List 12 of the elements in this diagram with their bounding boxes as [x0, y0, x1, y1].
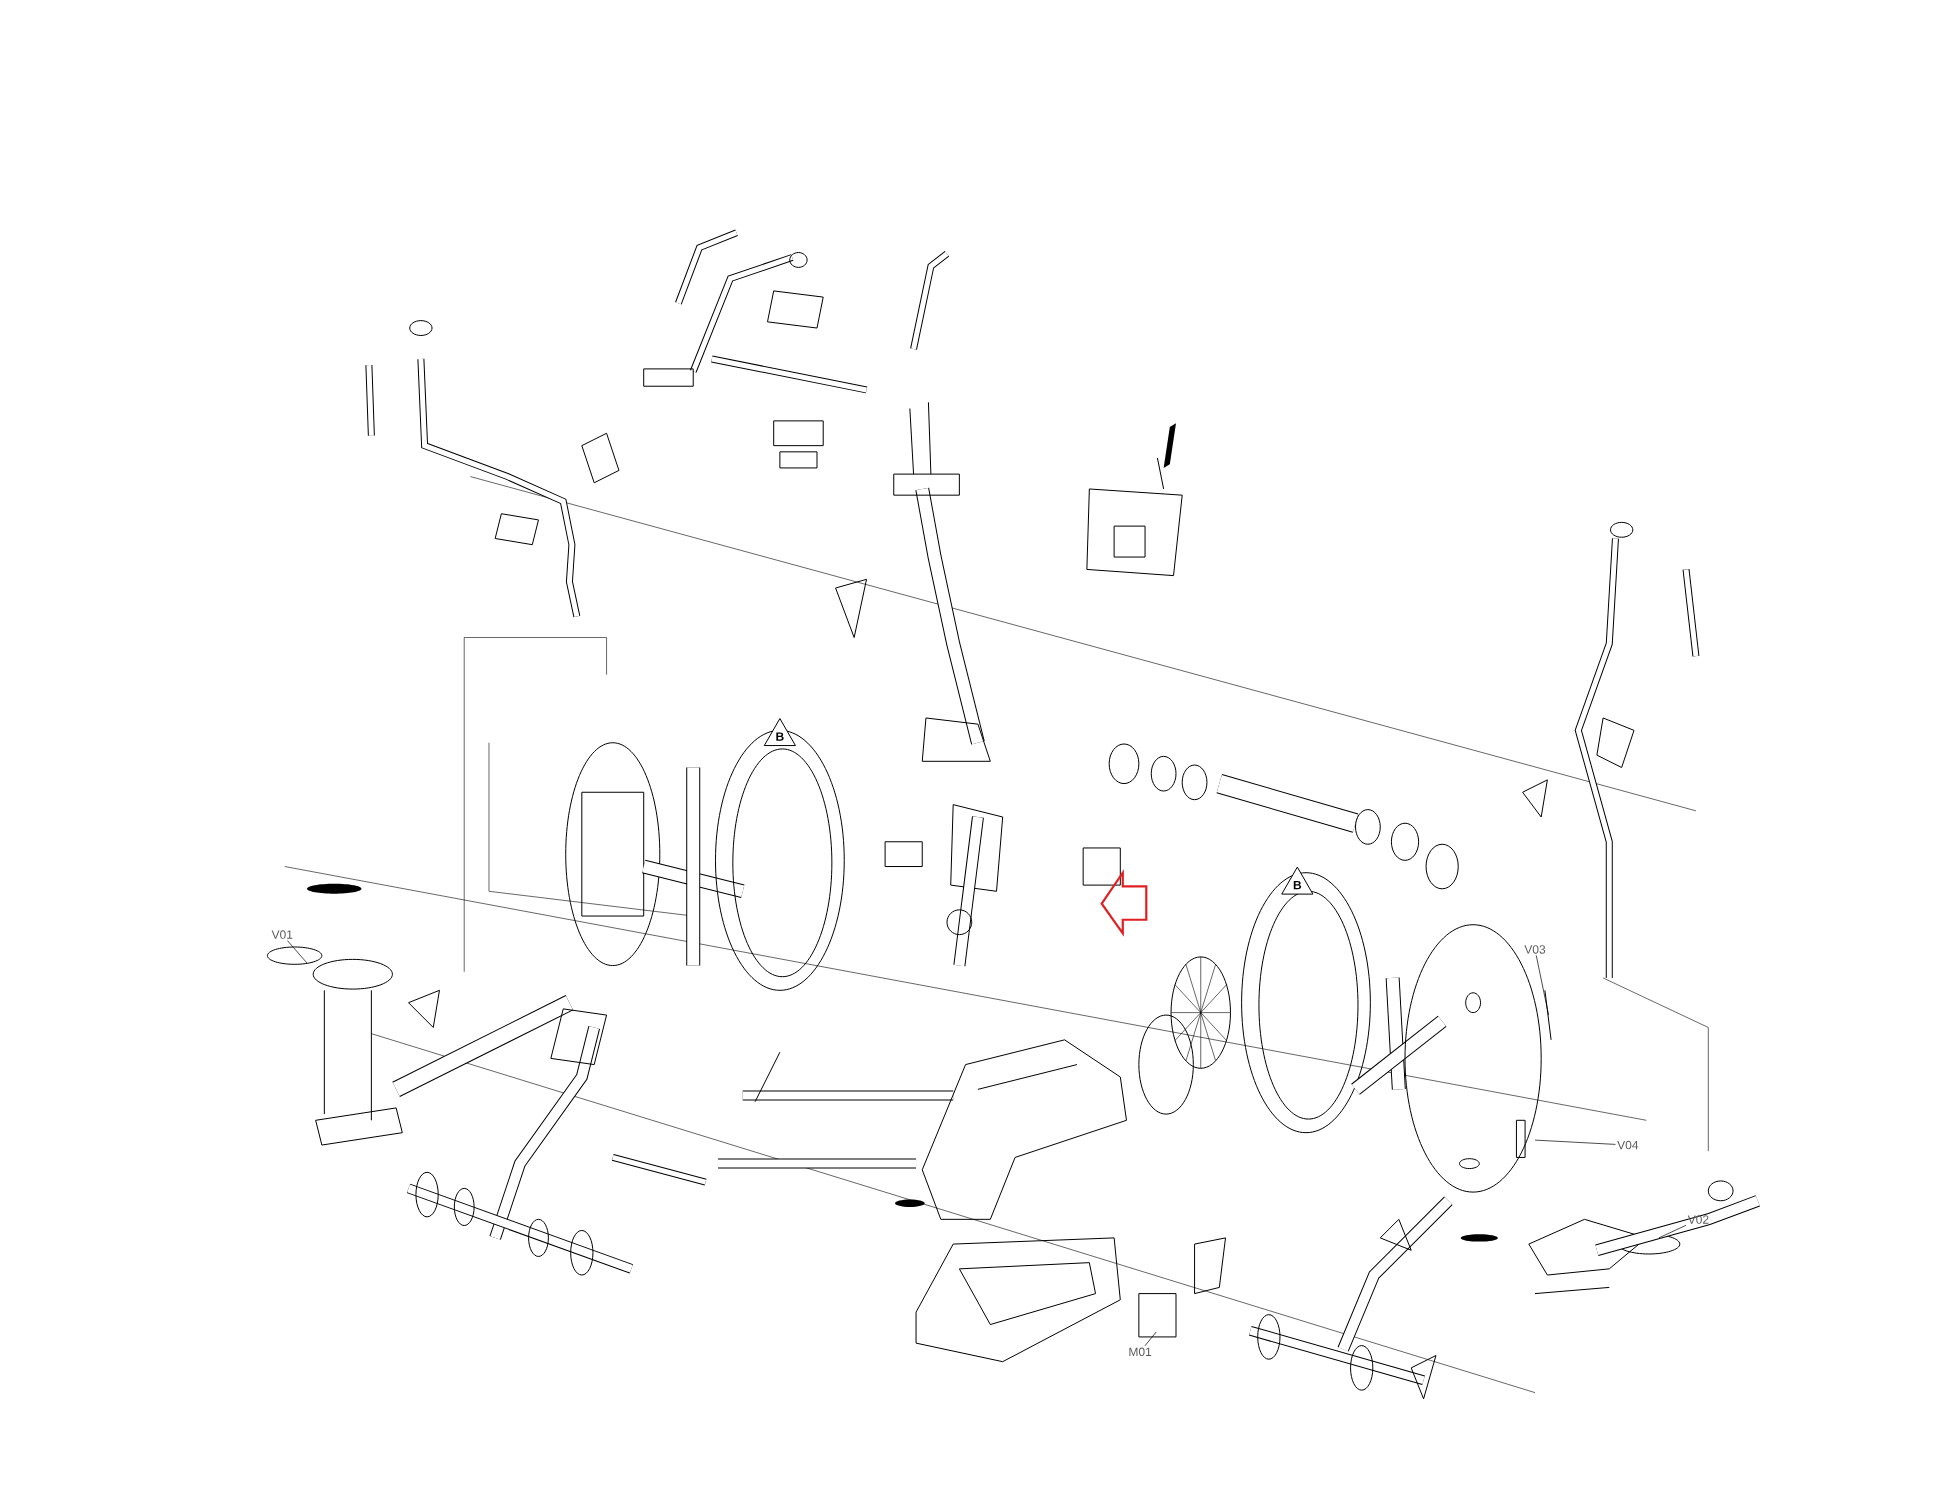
leader-line: [1658, 1224, 1687, 1239]
part-label: M01: [1129, 1347, 1152, 1356]
leader-line: [1534, 1139, 1616, 1145]
part-label: V03: [1524, 945, 1546, 954]
part-label: V01: [271, 930, 293, 939]
part-label: V02: [1687, 1215, 1709, 1224]
leader-line: [287, 940, 308, 964]
leader-line: [1535, 954, 1549, 1016]
part-label: V04: [1617, 1140, 1639, 1150]
triangle-mark: B: [763, 717, 796, 746]
triangle-mark: B: [1281, 866, 1314, 895]
leader-line: [1144, 1331, 1157, 1347]
